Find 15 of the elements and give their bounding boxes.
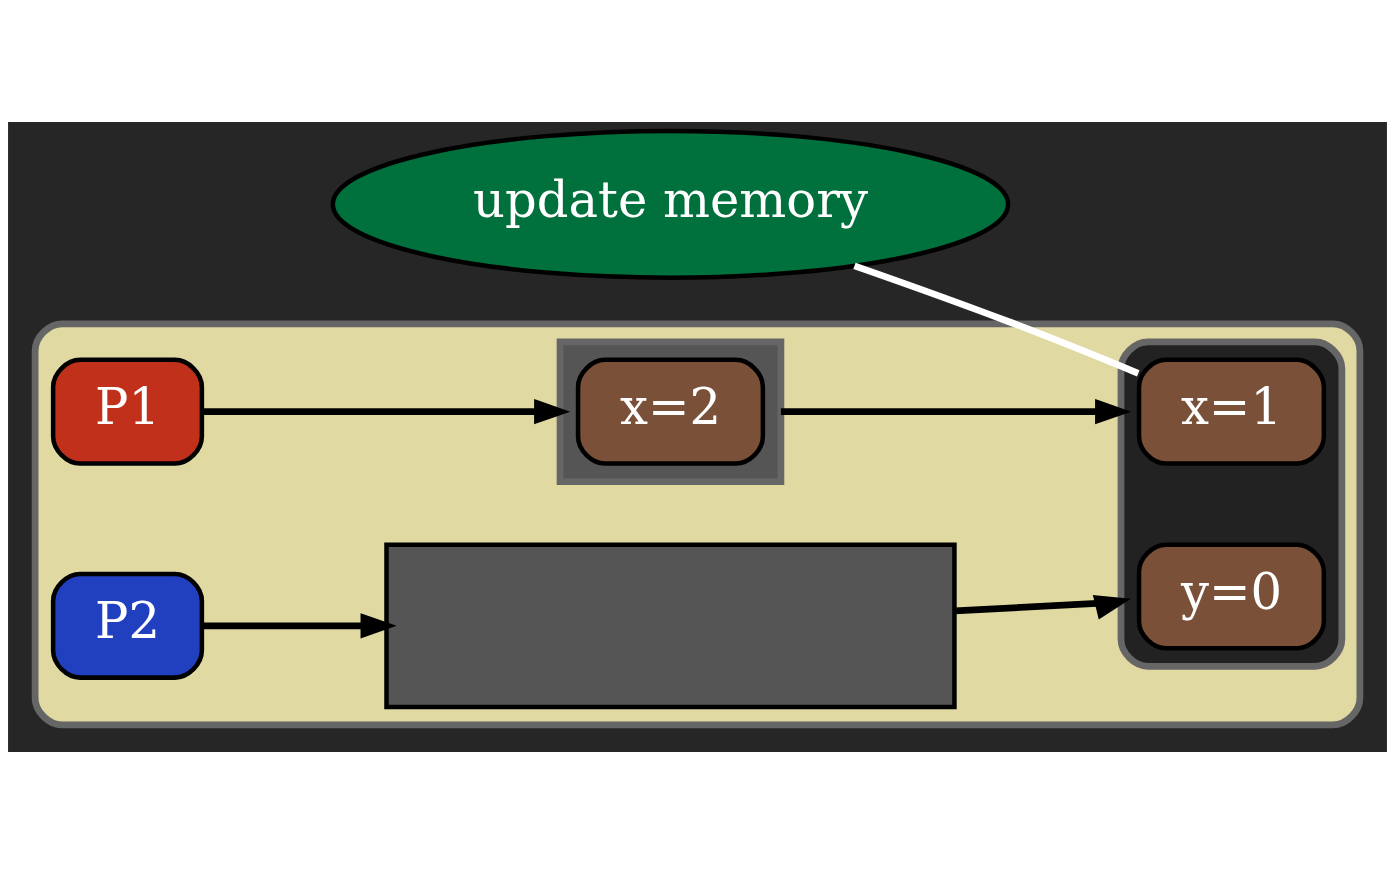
node-ellipse: update memory [330, 128, 1011, 280]
arrow [780, 399, 1132, 425]
cluster [31, 320, 1364, 729]
arrow [202, 613, 397, 639]
arrow [202, 399, 571, 425]
cluster [556, 338, 785, 485]
node-bar [384, 542, 957, 710]
node-box: x=2 [575, 357, 766, 466]
cluster [1117, 338, 1346, 670]
node-box: P2 [50, 571, 205, 680]
node-box: P1 [50, 357, 205, 466]
arrow [954, 594, 1131, 620]
connector [853, 262, 1140, 377]
node-box: y=0 [1136, 542, 1327, 651]
node-box: x=1 [1136, 357, 1327, 466]
